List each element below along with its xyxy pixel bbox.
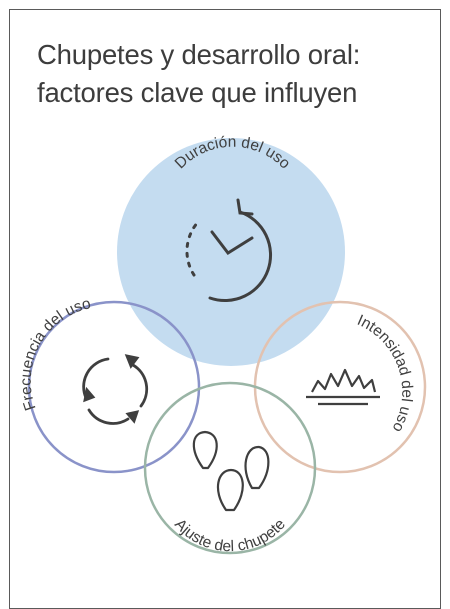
- clock-icon: [185, 198, 273, 303]
- ajuste-label: Ajuste del chupete: [171, 516, 289, 555]
- factor-duracion: Duración del uso: [117, 134, 345, 366]
- title-line-1: Chupetes y desarrollo oral:: [37, 39, 361, 70]
- page-title: Chupetes y desarrollo oral: factores cla…: [37, 36, 437, 112]
- frecuencia-circle: [27, 300, 201, 474]
- ajuste-circle: [143, 381, 317, 555]
- factor-intensidad: Intensidad del uso: [253, 300, 427, 474]
- burst-icon: [306, 368, 380, 406]
- pacifier-shapes-icon: [192, 430, 270, 512]
- intensidad-label: Intensidad del uso: [355, 312, 416, 435]
- title-line-2: factores clave que influyen: [37, 77, 358, 108]
- cycle-arrows-icon: [82, 354, 149, 425]
- factors-venn-diagram: Duración del uso Frecuencia del uso Inte…: [18, 134, 427, 555]
- factor-ajuste: Ajuste del chupete: [143, 381, 317, 555]
